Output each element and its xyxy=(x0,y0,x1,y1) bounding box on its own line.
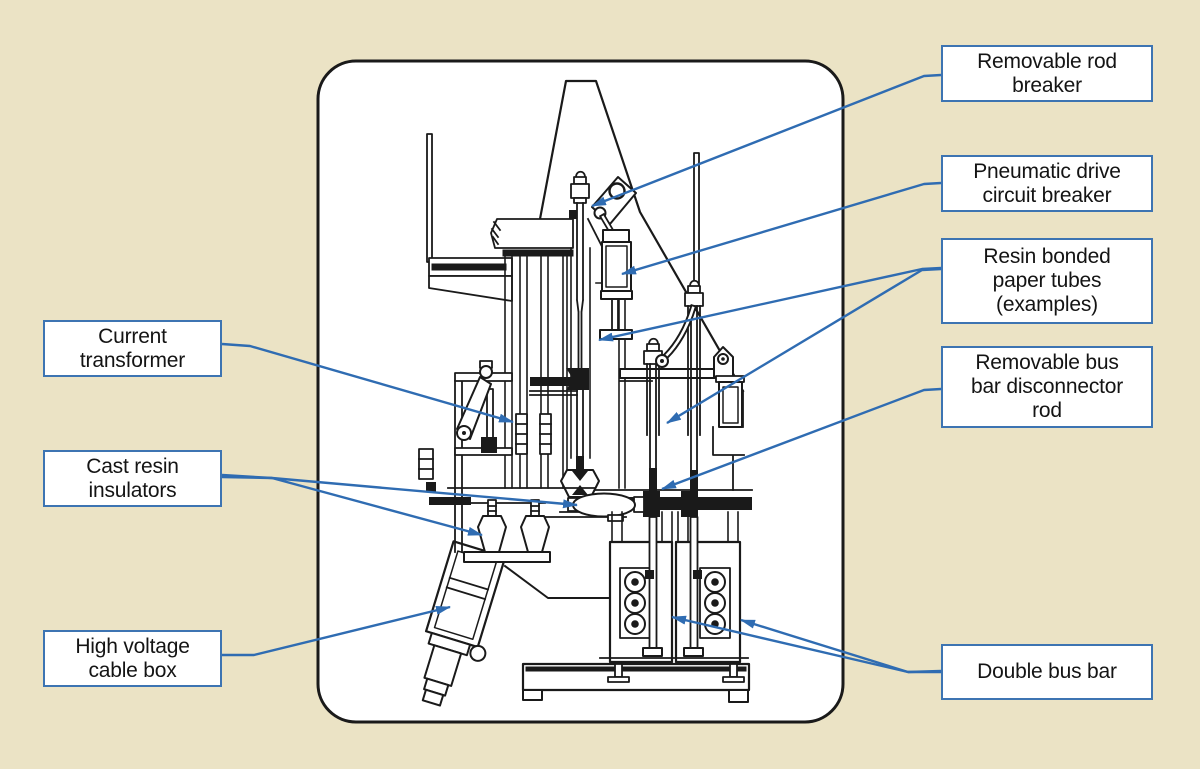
current-transformer xyxy=(515,413,552,455)
leader-high-voltage-cable-box xyxy=(222,605,451,657)
callout-removable-rod-breaker: Removable rod breaker xyxy=(941,45,1153,102)
callout-current-transformer: Current transformer xyxy=(43,320,222,377)
bus-bar-stack-right xyxy=(699,567,731,639)
top-flange-slab xyxy=(490,210,577,257)
leader-current-transformer xyxy=(221,342,514,424)
switchgear-drawing xyxy=(418,79,753,707)
leader-bus-bar-disconnector-rod xyxy=(661,387,942,491)
double-bus-bar-compartments xyxy=(608,511,742,664)
drive-linkage xyxy=(619,346,745,428)
leader-cast-resin-b xyxy=(221,475,483,537)
callout-resin-bonded-paper-tubes: Resin bonded paper tubes (examples) xyxy=(941,238,1153,324)
leader-removable-rod-breaker xyxy=(591,73,942,208)
leader-resin-tubes-b xyxy=(666,267,942,425)
callout-high-voltage-cable-box: High voltage cable box xyxy=(43,630,222,687)
leader-double-bus-bar-b xyxy=(740,618,941,674)
base-frame xyxy=(521,657,751,703)
callout-cast-resin-insulators: Cast resin insulators xyxy=(43,450,222,507)
left-column-assembly xyxy=(418,360,614,663)
high-voltage-cable-box xyxy=(421,540,507,707)
cast-resin-insulator-oval xyxy=(567,492,645,522)
callout-pneumatic-drive-circuit-breaker: Pneumatic drive circuit breaker xyxy=(941,155,1153,212)
leader-lines xyxy=(221,73,942,674)
callout-double-bus-bar: Double bus bar xyxy=(941,644,1153,700)
callout-removable-bus-bar-disconnector-rod: Removable bus bar disconnector rod xyxy=(941,346,1153,428)
right-support-post xyxy=(693,152,700,299)
drawing-panel xyxy=(316,59,845,724)
left-support-bracket xyxy=(426,133,513,302)
disconnector-rod-right xyxy=(655,279,704,492)
leader-pneumatic-drive xyxy=(621,181,942,276)
